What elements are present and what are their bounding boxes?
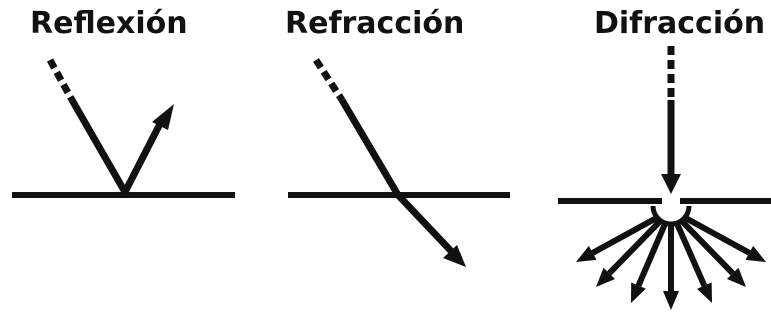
refraccion-diagram — [288, 58, 510, 267]
reflexion-arrowhead — [152, 104, 174, 130]
difraccion-incident-arrowhead — [661, 174, 681, 194]
reflexion-diagram — [12, 58, 235, 198]
difraccion-diffracted-arrowhead — [596, 267, 615, 287]
refraccion-refracted-ray — [395, 192, 455, 255]
difraccion-diffracted-arrowhead — [727, 267, 746, 287]
difraccion-diffracted-arrowhead — [745, 245, 766, 262]
difraccion-diffracted-ray — [673, 221, 708, 287]
difraccion-diffracted-ray — [678, 217, 735, 276]
difraccion-diffracted-ray — [681, 214, 751, 256]
difraccion-diffracted-arrowhead — [663, 291, 679, 310]
difraccion-diagram — [558, 46, 771, 310]
difraccion-diffracted-rays — [576, 214, 766, 310]
refraccion-arrowhead — [443, 245, 466, 267]
difraccion-diffracted-ray — [607, 217, 664, 276]
reflexion-title: Reflexión — [30, 6, 188, 41]
refraccion-incident-dashed-segment — [313, 58, 345, 102]
reflexion-reflected-ray — [121, 116, 167, 194]
difraccion-diffracted-arrowhead — [697, 282, 712, 303]
refraccion-title: Refracción — [285, 6, 465, 41]
difraccion-diffracted-ray — [591, 214, 661, 256]
refraccion-incident-ray — [338, 98, 402, 197]
reflexion-incident-dashed-segment — [46, 58, 76, 102]
difraccion-diffracted-ray — [635, 221, 669, 287]
difraccion-title: Difracción — [594, 6, 766, 41]
difraccion-diffracted-arrowhead — [576, 245, 597, 262]
difraccion-diffracted-arrowhead — [631, 282, 646, 303]
reflexion-incident-ray — [68, 98, 129, 194]
